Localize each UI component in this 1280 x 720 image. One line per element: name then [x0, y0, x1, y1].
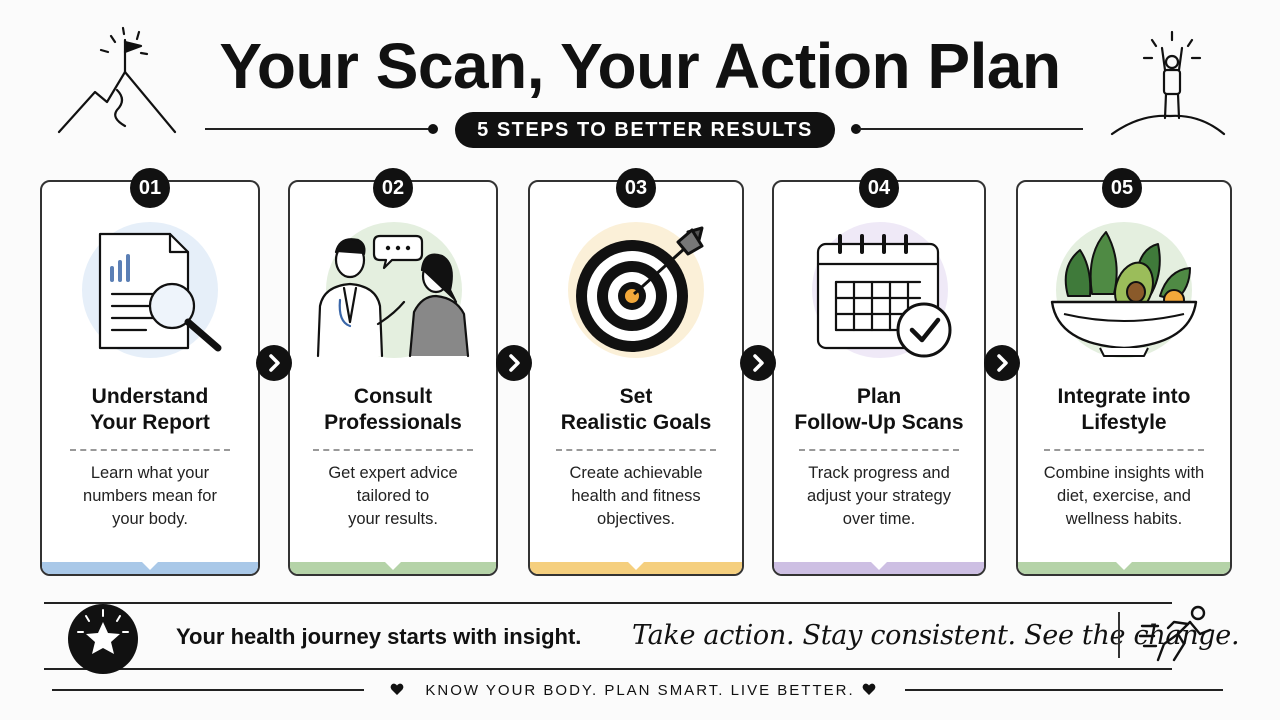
- mountain-flag-icon: [57, 26, 177, 134]
- step-title-line: Set: [619, 385, 653, 408]
- step-number-5: 05: [1102, 168, 1142, 208]
- description-line: wellness habits.: [1065, 510, 1183, 528]
- step-description-2: Get expert advice tailored to your resul…: [288, 462, 498, 531]
- description-line: Combine insights with: [1043, 464, 1205, 482]
- card-divider: [556, 449, 716, 451]
- divider-dot-left: [428, 124, 438, 134]
- heart-icon: [862, 683, 876, 695]
- step-description-5: Combine insights with diet, exercise, an…: [1016, 462, 1232, 531]
- step-title-4: Plan Follow-Up Scans: [772, 384, 986, 436]
- step-title-5: Integrate into Lifestyle: [1016, 384, 1232, 436]
- footer-motto: KNOW YOUR BODY. PLAN SMART. LIVE BETTER.: [425, 682, 855, 699]
- description-line: Track progress and: [808, 464, 950, 482]
- motivation-banner: [44, 602, 1172, 670]
- step-title-3: Set Realistic Goals: [528, 384, 744, 436]
- divider-dot-right: [851, 124, 861, 134]
- description-line: tailored to: [356, 487, 430, 505]
- step-number-4: 04: [859, 168, 899, 208]
- step-title-line: Realistic Goals: [560, 411, 712, 434]
- running-person-icon: [1138, 605, 1212, 662]
- card-divider: [799, 449, 959, 451]
- step-description-4: Track progress and adjust your strategy …: [772, 462, 986, 531]
- card-divider: [1044, 449, 1204, 451]
- step-title-2: Consult Professionals: [288, 384, 498, 436]
- star-badge-icon: [68, 604, 138, 674]
- step-description-1: Learn what your numbers mean for your bo…: [40, 462, 260, 531]
- step-title-line: Lifestyle: [1081, 411, 1167, 434]
- step-title-line: Consult: [353, 385, 433, 408]
- header-divider-right: [858, 128, 1083, 130]
- banner-separator: [1118, 612, 1120, 658]
- page-title: Your Scan, Your Action Plan: [219, 30, 1061, 102]
- person-celebrating-icon: [1110, 30, 1226, 136]
- step-title-line: Integrate into: [1057, 385, 1191, 408]
- description-line: Learn what your: [90, 464, 210, 482]
- subtitle-pill: 5 STEPS TO BETTER RESULTS: [455, 112, 835, 148]
- card-notch: [624, 558, 648, 570]
- card-divider: [313, 449, 473, 451]
- heart-icon: [390, 683, 404, 695]
- calendar-check-icon: [812, 222, 952, 358]
- card-notch: [1112, 558, 1136, 570]
- card-notch: [867, 558, 891, 570]
- next-step-arrow-icon: [740, 345, 776, 381]
- footer-divider-left: [52, 689, 364, 691]
- description-line: objectives.: [597, 510, 675, 528]
- description-line: your body.: [112, 510, 188, 528]
- step-title-line: Plan: [856, 385, 902, 408]
- banner-script-text: Take action. Stay consistent. See the ch…: [632, 620, 1240, 651]
- next-step-arrow-icon: [496, 345, 532, 381]
- step-title-line: Understand: [91, 385, 209, 408]
- footer-divider-right: [905, 689, 1223, 691]
- doctor-consultation-icon: [316, 222, 470, 358]
- card-divider: [70, 449, 230, 451]
- step-title-1: Understand Your Report: [40, 384, 260, 436]
- step-title-line: Your Report: [90, 411, 210, 434]
- description-line: over time.: [842, 510, 916, 528]
- next-step-arrow-icon: [256, 345, 292, 381]
- card-notch: [138, 558, 162, 570]
- step-description-3: Create achievable health and fitness obj…: [528, 462, 744, 531]
- header-divider-left: [205, 128, 430, 130]
- description-line: health and fitness: [571, 487, 701, 505]
- step-number-3: 03: [616, 168, 656, 208]
- step-number-1: 01: [130, 168, 170, 208]
- description-line: Get expert advice: [328, 464, 458, 482]
- step-title-line: Professionals: [324, 411, 462, 434]
- step-number-2: 02: [373, 168, 413, 208]
- card-notch: [381, 558, 405, 570]
- description-line: diet, exercise, and: [1057, 487, 1191, 505]
- step-title-line: Follow-Up Scans: [794, 411, 964, 434]
- next-step-arrow-icon: [984, 345, 1020, 381]
- document-magnifier-icon: [82, 222, 222, 358]
- banner-tagline: Your health journey starts with insight.: [176, 624, 582, 649]
- description-line: numbers mean for: [83, 487, 217, 505]
- description-line: your results.: [348, 510, 438, 528]
- salad-bowl-icon: [1050, 222, 1198, 358]
- description-line: adjust your strategy: [807, 487, 951, 505]
- target-arrow-icon: [568, 222, 704, 358]
- description-line: Create achievable: [569, 464, 703, 482]
